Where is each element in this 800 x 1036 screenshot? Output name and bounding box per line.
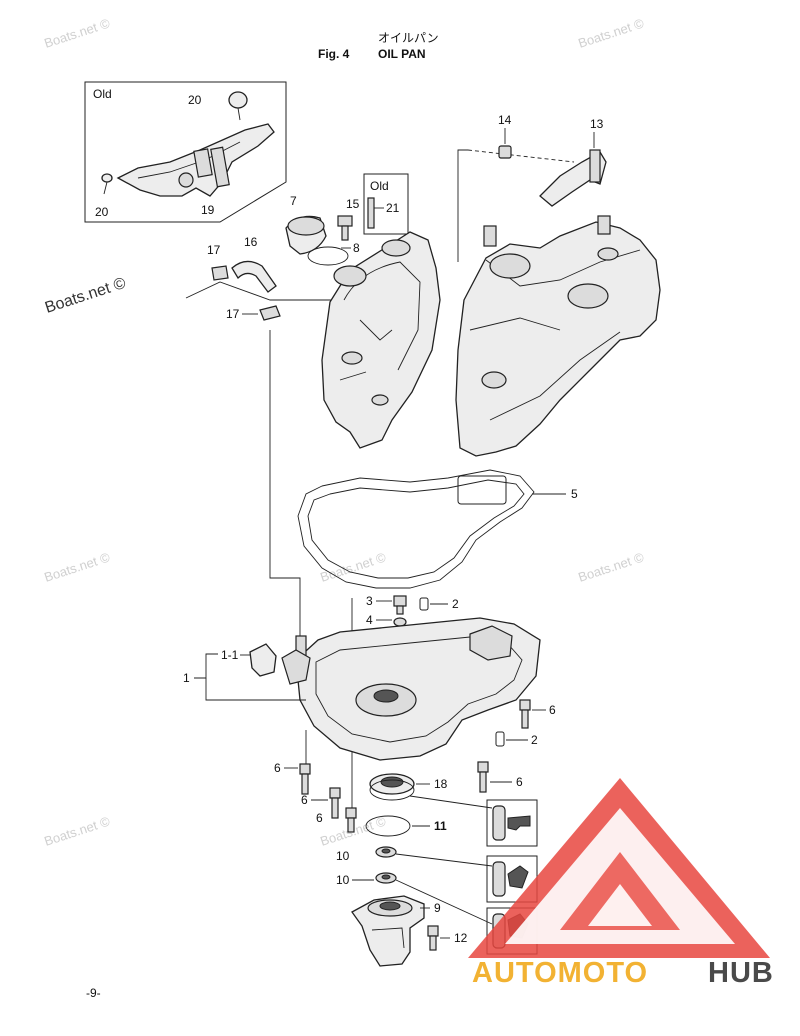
watermark: Boats.net © — [576, 549, 646, 584]
logo-text-automoto: AUTOMOTO — [472, 957, 648, 989]
watermark: Boats.net © — [576, 15, 646, 50]
header: オイルパン Fig. 4 OIL PAN — [318, 31, 439, 61]
automotohub-logo: AUTOMOTO HUB — [468, 778, 774, 989]
watermark: Boats.net © — [42, 813, 112, 848]
watermark: Boats.net © — [318, 549, 388, 584]
oil-filler-housing — [321, 231, 441, 449]
callout-3: 3 — [366, 594, 373, 608]
callout-17: 17 — [207, 243, 221, 257]
oil-pan: 1 1-1 2 — [183, 617, 541, 761]
callout-7: 7 — [290, 194, 297, 208]
filler-cap-group: 7 8 15 Old 21 — [285, 173, 409, 266]
callout-9: 9 — [434, 901, 441, 915]
callout-20: 20 — [95, 205, 109, 219]
callout-17: 17 — [226, 307, 240, 321]
callout-6: 6 — [301, 793, 308, 807]
callout-10: 10 — [336, 849, 350, 863]
callout-12: 12 — [454, 931, 468, 945]
callout-8: 8 — [353, 241, 360, 255]
callout-15: 15 — [346, 197, 360, 211]
oil-pan-gasket: 5 — [297, 469, 578, 589]
logo-text-hub: HUB — [708, 957, 774, 989]
callout-5: 5 — [571, 487, 578, 501]
callout-4: 4 — [366, 613, 373, 627]
watermark-dark: Boats.net © — [43, 275, 128, 317]
callout-11: 11 — [434, 819, 447, 833]
page-title: OIL PAN — [378, 47, 426, 61]
seal-group: 18 11 10 10 — [336, 773, 493, 925]
callout-1-1: 1-1 — [221, 648, 239, 662]
bolts-6: 6 6 6 6 6 — [274, 699, 556, 833]
figure-number: Fig. 4 — [318, 47, 350, 61]
callout-1: 1 — [183, 671, 190, 685]
callout-6: 6 — [549, 703, 556, 717]
old-inset-box: Old 20 20 19 — [84, 81, 287, 223]
callout-18: 18 — [434, 777, 448, 791]
title-japanese: オイルパン — [378, 31, 439, 45]
callout-20: 20 — [188, 93, 202, 107]
page-number: -9- — [86, 986, 101, 1000]
callout-21: 21 — [386, 201, 400, 215]
inset-old-label: Old — [370, 179, 389, 193]
callout-6: 6 — [274, 761, 281, 775]
callout-6: 6 — [316, 811, 323, 825]
callout-19: 19 — [201, 203, 215, 217]
callout-10: 10 — [336, 873, 350, 887]
watermark: Boats.net © — [42, 15, 112, 50]
lower-housing: 9 12 — [351, 895, 468, 967]
callout-2: 2 — [452, 597, 459, 611]
callout-14: 14 — [498, 113, 512, 127]
bracket-13-group: 14 13 — [498, 113, 607, 207]
inset-old-label: Old — [93, 87, 112, 101]
callout-2: 2 — [531, 733, 538, 747]
hose-group: 16 17 17 — [185, 235, 340, 640]
watermark: Boats.net © — [42, 549, 112, 584]
cylinder-block — [455, 149, 661, 457]
callout-16: 16 — [244, 235, 258, 249]
callout-6: 6 — [516, 775, 523, 789]
callout-13: 13 — [590, 117, 604, 131]
